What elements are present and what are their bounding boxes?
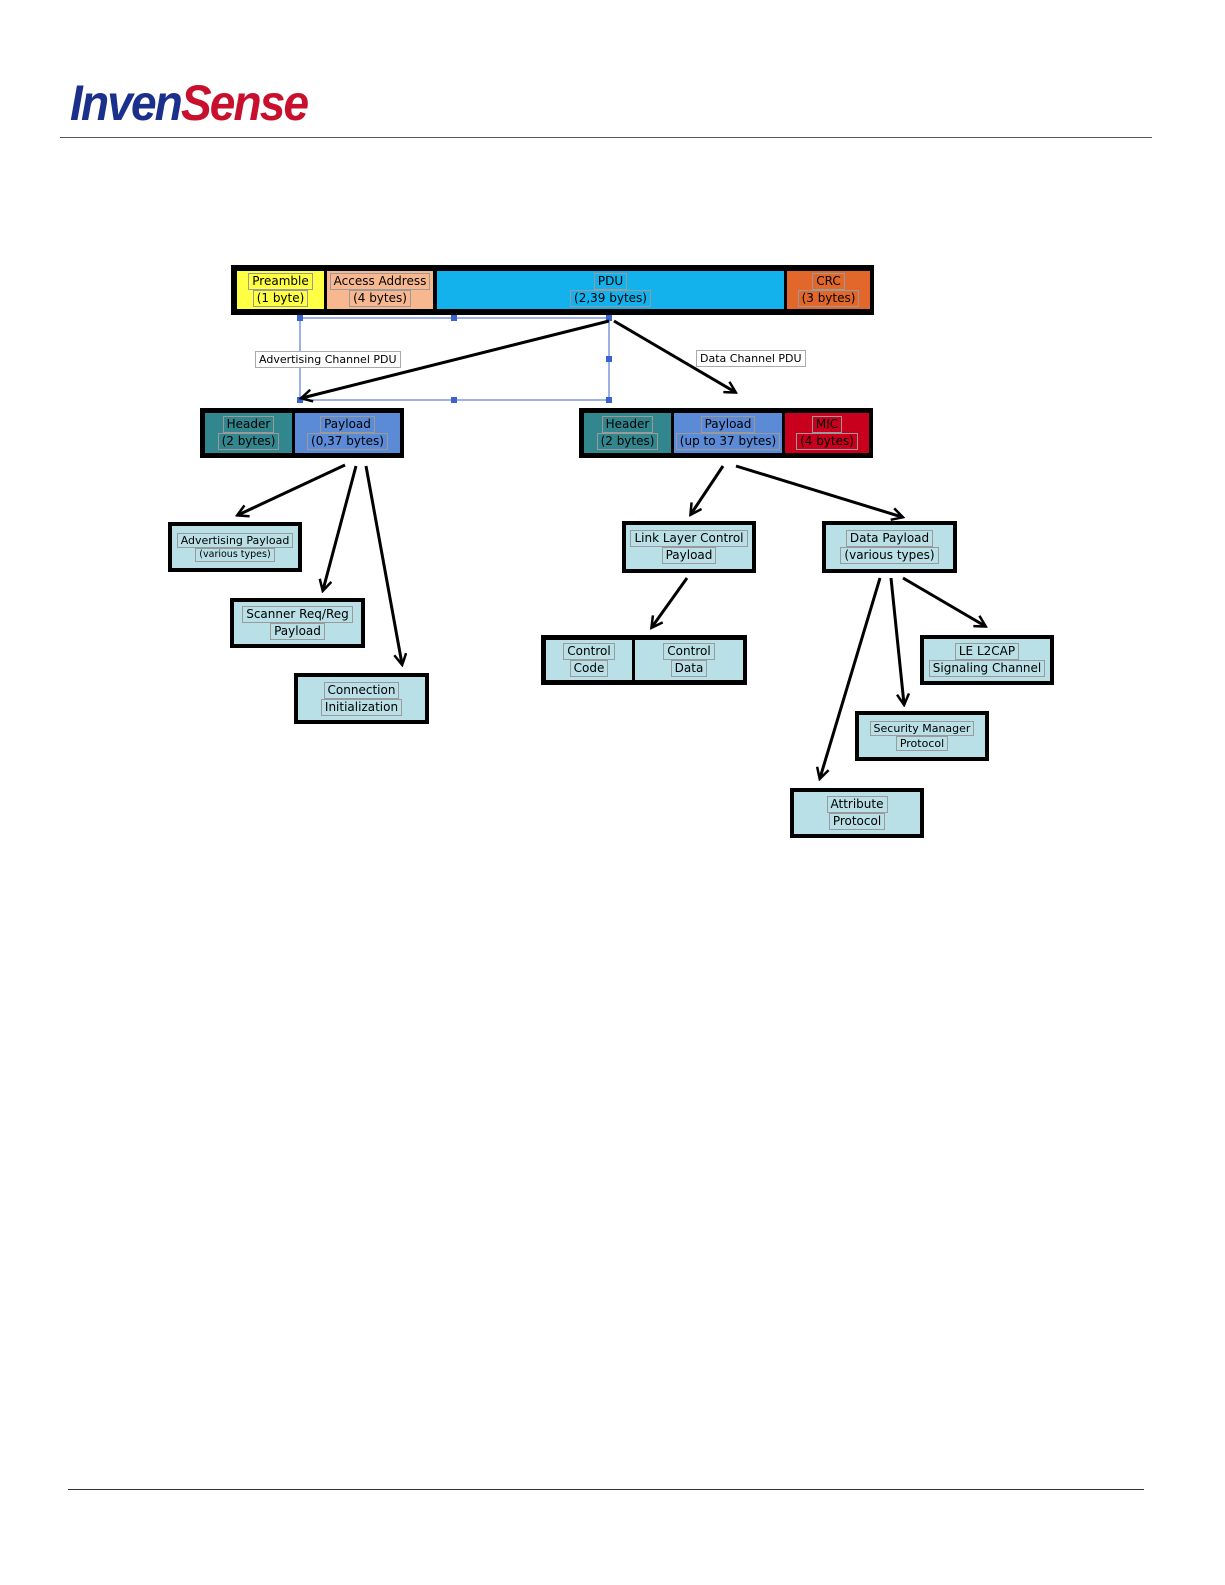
adv-payload-field: Payload (0,37 bytes) (295, 413, 400, 453)
security-manager-protocol-box: Security Manager Protocol (855, 711, 989, 761)
control-code-field: Control Code (546, 640, 632, 680)
data-header-field: Header (2 bytes) (584, 413, 671, 453)
preamble-field: Preamble (1 byte) (237, 271, 324, 309)
adv-header-field: Header (2 bytes) (205, 413, 292, 453)
arrow-adv-connection (364, 465, 402, 664)
access-address-field: Access Address (4 bytes) (327, 271, 433, 309)
arrow-adv-scanner (323, 465, 358, 590)
data-payload-box: Data Payload (various types) (822, 521, 957, 573)
arrow-dp-attribute (820, 577, 882, 778)
packet-frame: Preamble (1 byte) Access Address (4 byte… (231, 265, 874, 315)
footer-rule (68, 1489, 1144, 1490)
arrow-adv-advertising-payload (238, 463, 346, 515)
advertising-payload-box: Advertising Payload (various types) (168, 522, 302, 572)
data-pdu-frame: Header (2 bytes) Payload (up to 37 bytes… (579, 408, 873, 458)
pdu-field: PDU (2,39 bytes) (437, 271, 784, 309)
link-layer-control-payload-box: Link Layer Control Payload (622, 521, 756, 573)
data-payload-field: Payload (up to 37 bytes) (674, 413, 782, 453)
data-channel-pdu-label: Data Channel PDU (696, 350, 806, 367)
arrow-dp-l2cap (902, 576, 985, 626)
connection-initialization-box: Connection Initialization (294, 673, 429, 724)
crc-field: CRC (3 bytes) (787, 271, 870, 309)
invensense-logo: InvenSense (70, 75, 309, 131)
attribute-protocol-box: Attribute Protocol (790, 788, 924, 838)
scanner-req-payload-box: Scanner Req/Reg Payload (230, 598, 365, 648)
advertising-channel-pdu-label: Advertising Channel PDU (255, 351, 401, 368)
arrow-dp-security (889, 577, 904, 704)
control-data-field: Control Data (635, 640, 743, 680)
header-rule (60, 137, 1152, 138)
control-frame: Control Code Control Data (541, 635, 747, 685)
adv-pdu-frame: Header (2 bytes) Payload (0,37 bytes) (200, 408, 404, 458)
arrow-data-llc (691, 465, 725, 514)
mic-field: MIC (4 bytes) (785, 413, 869, 453)
arrow-pdu-to-data (613, 319, 735, 392)
le-l2cap-box: LE L2CAP Signaling Channel (920, 635, 1054, 685)
arrow-data-datapayload (735, 464, 902, 517)
arrow-pdu-to-adv (302, 319, 610, 398)
arrow-llc-control (652, 577, 689, 627)
